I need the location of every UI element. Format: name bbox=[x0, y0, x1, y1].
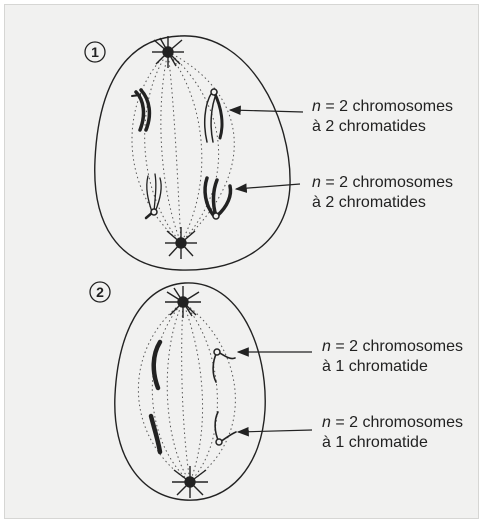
panel-2: 2 bbox=[90, 282, 463, 500]
panel-1-label-top-line2: à 2 chromatides bbox=[312, 118, 426, 135]
panel-2-chromosome-bottom-right bbox=[215, 412, 236, 445]
panel-2-label-bottom-line2: à 1 chromatide bbox=[322, 434, 428, 451]
panel-2-number-badge: 2 bbox=[90, 282, 110, 302]
panel-2-label-bottom-line1: n = 2 chromosomes bbox=[322, 414, 463, 431]
panel-1-cell-membrane bbox=[95, 36, 290, 270]
panel-2-chromosome-top-left bbox=[154, 342, 160, 388]
panel-1-number: 1 bbox=[91, 44, 99, 60]
panel-2-label-top-line2: à 1 chromatide bbox=[322, 358, 428, 375]
panel-2-spindle-fibers bbox=[138, 302, 235, 482]
panel-2-chromosome-top-right bbox=[213, 349, 235, 382]
panel-1-label-top-line1: n = 2 chromosomes bbox=[312, 98, 453, 115]
panel-1-chromosome-top-left bbox=[132, 90, 149, 130]
panel-2-arrow-bottom bbox=[238, 430, 312, 432]
panel-1-bottom-aster bbox=[165, 227, 197, 259]
panel-1: 1 bbox=[85, 36, 453, 270]
panel-1-label-bottom-line2: à 2 chromatides bbox=[312, 194, 426, 211]
panel-1-label-bottom-line1: n = 2 chromosomes bbox=[312, 174, 453, 191]
panel-2-top-aster bbox=[165, 286, 201, 318]
panel-2-bottom-aster bbox=[172, 466, 208, 498]
panel-1-chromosome-bottom-left bbox=[146, 174, 161, 218]
panel-1-arrow-top bbox=[230, 110, 303, 112]
panel-1-number-badge: 1 bbox=[85, 42, 105, 62]
panel-2-number: 2 bbox=[96, 284, 104, 300]
panel-1-top-aster bbox=[152, 36, 184, 68]
panel-2-label-top-line1: n = 2 chromosomes bbox=[322, 338, 463, 355]
panel-1-chromosome-top-right bbox=[205, 89, 222, 142]
